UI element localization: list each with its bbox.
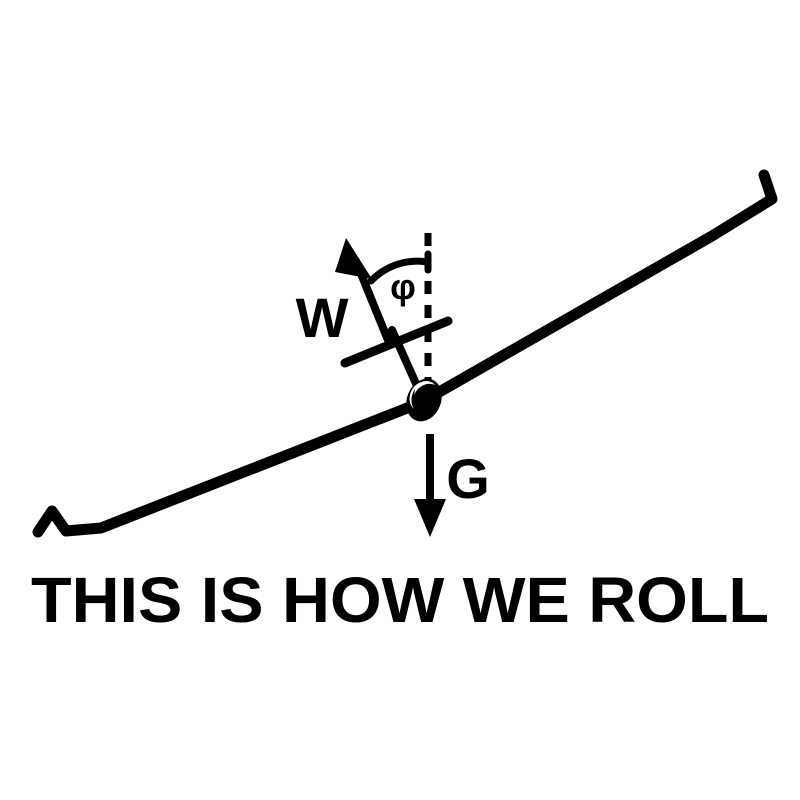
- wheel-stem: [388, 326, 422, 392]
- g-gravity-arrow-head: [414, 499, 446, 537]
- w-force-label: W: [296, 286, 349, 349]
- caption-text: THIS IS HOW WE ROLL: [31, 564, 769, 636]
- g-gravity-label: G: [446, 447, 490, 510]
- g-gravity-arrow-group: G: [414, 434, 490, 537]
- phi-angle-arc: [367, 257, 432, 285]
- wheel-highlight-inner: [414, 381, 436, 395]
- rolling-wheel: [406, 378, 442, 422]
- w-force-arrow-head: [335, 238, 372, 279]
- wheel-highlight-crescent: [409, 381, 430, 409]
- hill-slope-line: [32, 169, 778, 538]
- phi-angle-group: φ: [367, 250, 432, 307]
- w-force-arrow-group: W: [296, 238, 394, 349]
- phi-angle-label: φ: [390, 266, 416, 307]
